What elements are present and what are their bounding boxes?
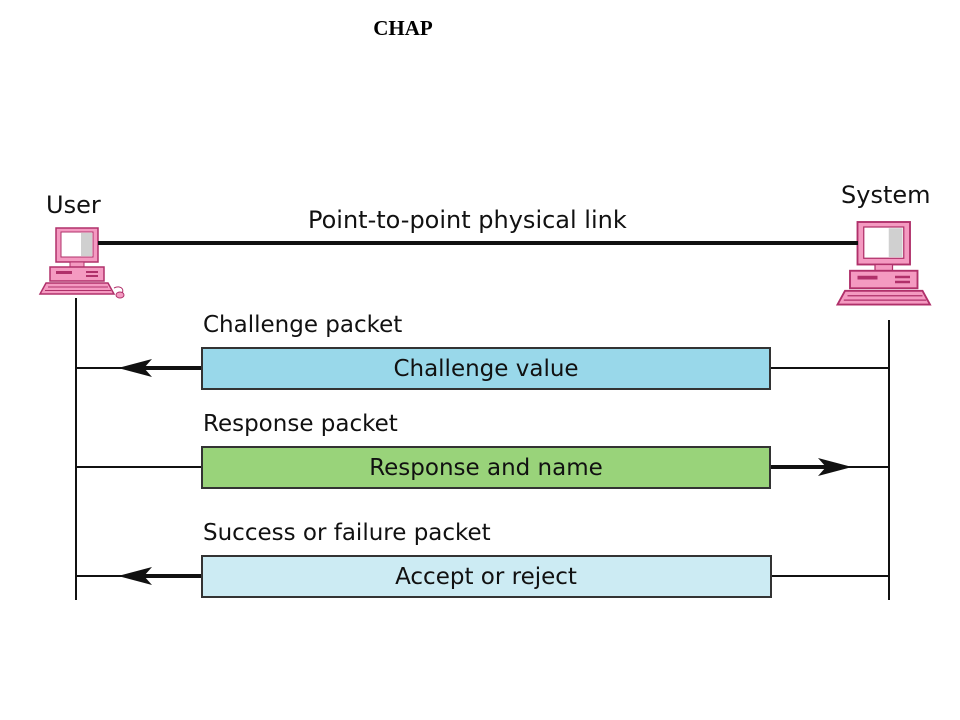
packet-title: Challenge packet xyxy=(203,312,402,338)
page-title: CHAP xyxy=(373,16,433,40)
packet-content: Response and name xyxy=(369,455,603,481)
packet-box xyxy=(201,555,772,598)
left-arrow-icon xyxy=(118,359,152,377)
user-label: User xyxy=(46,191,101,219)
packet-content: Accept or reject xyxy=(395,564,577,590)
packet-title: Response packet xyxy=(203,411,398,437)
link-label: Point-to-point physical link xyxy=(308,206,627,234)
left-arrow-icon xyxy=(118,567,152,585)
packet-box xyxy=(201,347,771,390)
system-computer-icon xyxy=(836,221,931,306)
response-packet: Response packet Response and name xyxy=(76,411,889,489)
packet-box xyxy=(201,446,771,489)
user-computer-icon xyxy=(39,227,125,299)
success-failure-packet: Success or failure packet Accept or reje… xyxy=(76,520,889,598)
packet-content: Challenge value xyxy=(393,356,578,382)
packet-title: Success or failure packet xyxy=(203,520,491,546)
system-label: System xyxy=(841,181,931,209)
challenge-packet: Challenge packet Challenge value xyxy=(76,312,889,390)
